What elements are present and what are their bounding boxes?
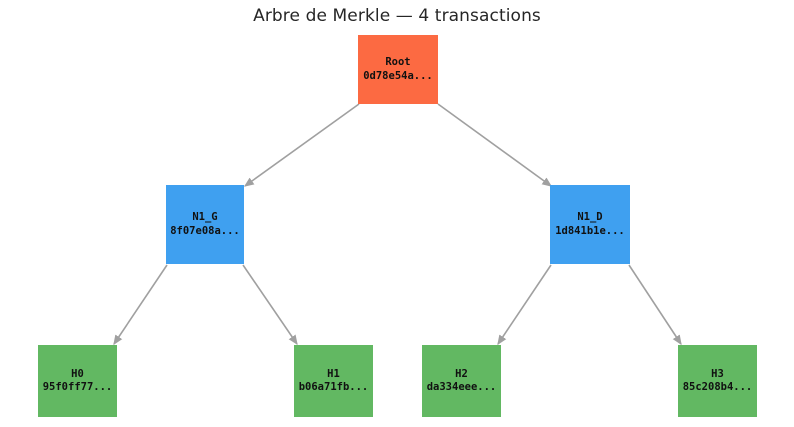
node-h0[interactable]: H0 95f0ff77...: [38, 345, 117, 417]
node-h2[interactable]: H2 da334eee...: [422, 345, 501, 417]
node-n1g-hash: 8f07e08a...: [170, 224, 240, 237]
node-root-hash: 0d78e54a...: [363, 69, 433, 82]
node-h1-label: H1: [327, 367, 340, 380]
edge-root-to-n1g: [243, 103, 360, 187]
node-h2-hash: da334eee...: [426, 381, 497, 393]
edge-n1g-to-h1: [242, 264, 298, 346]
node-h2-label: H2: [455, 367, 468, 380]
node-h3[interactable]: H3 85c208b4...: [678, 345, 757, 417]
node-h1[interactable]: H1 b06a71fb...: [294, 345, 373, 417]
edge-n1d-to-h3: [628, 264, 682, 346]
page-title: Arbre de Merkle — 4 transactions: [253, 6, 541, 26]
node-root-label: Root: [385, 56, 411, 69]
edge-n1g-to-h0: [113, 264, 168, 346]
node-n1g[interactable]: N1_G 8f07e08a...: [166, 185, 244, 264]
node-n1d-label: N1_D: [577, 211, 603, 224]
node-h3-label: H3: [711, 367, 724, 380]
node-root[interactable]: Root 0d78e54a...: [358, 35, 438, 104]
node-h3-hash: 85c208b4...: [682, 381, 753, 393]
edge-root-to-n1d: [437, 103, 553, 187]
edge-n1d-to-h2: [497, 264, 552, 346]
node-h1-hash: b06a71fb...: [298, 381, 369, 393]
node-n1d[interactable]: N1_D 1d841b1e...: [550, 185, 630, 264]
node-n1g-label: N1_G: [192, 211, 218, 224]
node-n1d-hash: 1d841b1e...: [555, 224, 625, 237]
node-h0-hash: 95f0ff77...: [42, 381, 113, 393]
node-h0-label: H0: [71, 367, 84, 380]
